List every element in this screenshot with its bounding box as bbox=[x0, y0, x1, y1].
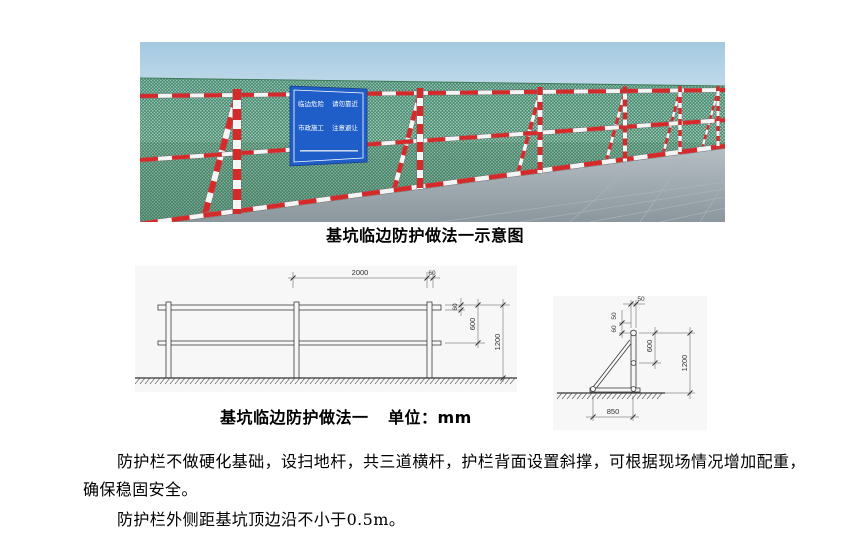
dim-label-top: 50 bbox=[637, 296, 645, 303]
rail-section-middle bbox=[630, 360, 637, 366]
dim-label-middle: 600 bbox=[468, 318, 477, 331]
sign-fine-print bbox=[300, 150, 358, 152]
dim-label-left-upper: 50 bbox=[611, 312, 618, 320]
left-dimension bbox=[619, 310, 631, 338]
top-dimension bbox=[623, 300, 645, 328]
rail-middle bbox=[157, 340, 442, 346]
brace-foot-section bbox=[590, 386, 596, 392]
dim-label-total: 1200 bbox=[680, 355, 689, 372]
dim-label-side-small: 60 bbox=[452, 303, 459, 311]
rail-section-top bbox=[630, 329, 637, 337]
dim-label-base: 850 bbox=[607, 407, 620, 416]
paragraph-2: 防护栏外侧距基坑顶边沿不小于0.5m。 bbox=[117, 510, 406, 529]
dim-label-total: 1200 bbox=[493, 334, 502, 351]
ground-hatch bbox=[135, 377, 516, 385]
pavement-grid bbox=[439, 149, 725, 222]
sign-text-row2-left: 市政施工 bbox=[298, 123, 325, 132]
side-dimensions bbox=[445, 298, 510, 382]
dim-label-top-small: 60 bbox=[428, 270, 436, 277]
photo-caption: 基坑临边防护做法一示意图 bbox=[325, 226, 524, 245]
post-left bbox=[165, 301, 172, 379]
post-right bbox=[426, 301, 433, 379]
drawing-caption-unit: 单位：mm bbox=[388, 408, 472, 427]
fence-illustration: 临边危险 请勿靠近 市政施工 注意避让 bbox=[140, 42, 725, 222]
brace bbox=[590, 339, 633, 393]
sign-text-row1-left: 临边危险 bbox=[298, 99, 325, 108]
drawing-background bbox=[135, 266, 517, 392]
dim-label-span: 2000 bbox=[352, 268, 369, 277]
side-view-drawing: 50 50 60 600 1200 850 bbox=[553, 296, 707, 430]
post-center bbox=[293, 301, 300, 379]
drawing-caption-title: 基坑临边防护做法一 bbox=[220, 408, 369, 427]
front-view-drawing: 2000 60 1200 600 60 bbox=[135, 266, 517, 392]
mesh-panel bbox=[140, 77, 725, 222]
sign-inner-border bbox=[293, 89, 364, 163]
sign-text-row2-right: 注意避让 bbox=[332, 123, 359, 132]
side-dimensions bbox=[639, 327, 695, 399]
base-bar bbox=[589, 387, 641, 393]
rail-section-bottom bbox=[630, 386, 637, 392]
warning-sign: 临边危险 请勿靠近 市政施工 注意避让 bbox=[289, 85, 368, 167]
dim-label-left-lower: 60 bbox=[611, 325, 618, 333]
ground-hatch bbox=[556, 392, 663, 400]
sign-text-row1-right: 请勿靠近 bbox=[332, 99, 359, 108]
bottom-dimension bbox=[586, 396, 639, 421]
top-dimension bbox=[288, 272, 440, 288]
rail-top bbox=[157, 304, 442, 311]
drawing-background bbox=[553, 296, 707, 430]
dim-label-middle: 600 bbox=[645, 340, 654, 353]
paragraph-1-line-2: 确保稳固安全。 bbox=[83, 480, 198, 499]
paragraph-1-line-1: 防护栏不做硬化基础，设扫地杆，共三道横杆，护栏背面设置斜撑，可根据现场情况增加配… bbox=[117, 452, 806, 471]
